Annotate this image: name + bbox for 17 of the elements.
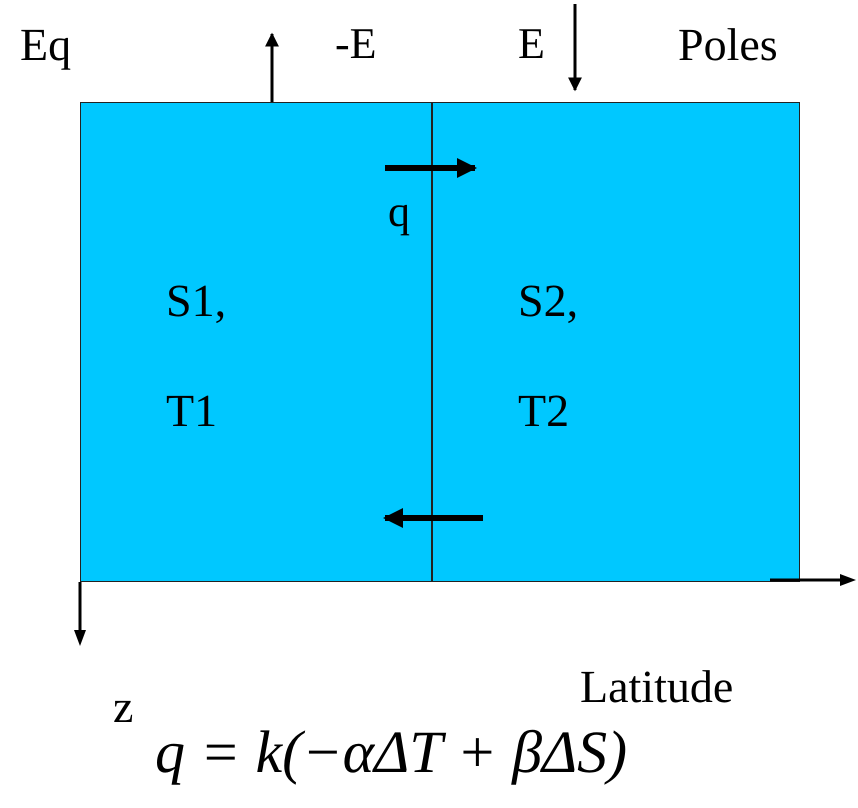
axis-label: Poles [678,22,778,68]
arrow [383,508,483,528]
axis-label: Latitude [580,664,734,710]
region-label: S2, [518,278,578,324]
axis-label: Eq [20,22,72,68]
region-box [80,102,432,582]
edge-label: -E [335,22,377,66]
axis-label: z [113,684,134,730]
region-label: T2 [518,388,570,434]
edge-label: q [388,190,410,234]
arrow [265,32,279,102]
region-label: S1, [166,278,226,324]
arrow [385,158,477,178]
region-box [432,102,800,582]
region-label: T1 [166,388,218,434]
edge-label: E [518,22,545,66]
arrow [568,4,582,92]
